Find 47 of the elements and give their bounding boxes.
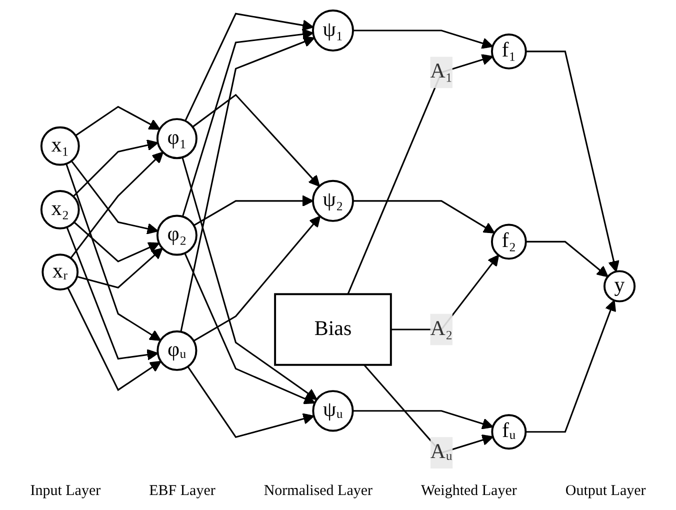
arrow: [193, 195, 314, 226]
arrow: [75, 106, 160, 136]
arrow: [184, 252, 316, 404]
node-circle: φᵤ: [156, 330, 198, 371]
node-circle: ψᵤ: [312, 390, 354, 432]
arrow: [67, 287, 162, 392]
arrow: [180, 36, 315, 332]
arrow: [66, 163, 162, 341]
arrow: [66, 226, 158, 360]
arrow: [184, 12, 314, 122]
layer-label: Normalised Layer: [264, 483, 373, 500]
arrow: [193, 216, 321, 342]
arrow: [182, 28, 314, 217]
node-circle: ψ₁: [312, 10, 354, 52]
node-circle: f₁: [490, 34, 527, 70]
arrow: [526, 300, 616, 433]
node-box: Bias: [274, 293, 392, 366]
arrow: [74, 222, 160, 262]
node-circle: φ₂: [156, 214, 198, 256]
arrow: [526, 240, 608, 278]
arrow: [347, 54, 494, 294]
layer-label: Input Layer: [30, 483, 101, 500]
node-circle: y: [603, 270, 636, 302]
node-circle: xᵣ: [42, 254, 79, 290]
layer-label: Output Layer: [565, 483, 646, 500]
edge-label: A₁: [430, 60, 453, 83]
arrow: [192, 94, 320, 187]
node-circle: fᵤ: [491, 414, 527, 450]
arrow: [70, 160, 158, 234]
arrow: [70, 152, 164, 259]
node-circle: x₂: [40, 190, 80, 230]
edge-label: A₂: [430, 318, 453, 340]
node-circle: f₂: [490, 224, 527, 260]
node-circle: ψ₂: [312, 180, 354, 222]
arrow: [72, 139, 158, 197]
node-circle: x₁: [40, 126, 80, 166]
arrow: [353, 30, 494, 49]
node-circle: φ₁: [156, 118, 198, 160]
arrow: [526, 50, 620, 272]
layer-label: EBF Layer: [149, 483, 216, 500]
arrow: [182, 157, 318, 400]
arrow: [187, 366, 314, 438]
arrow: [76, 248, 163, 288]
arrow: [352, 410, 494, 430]
edge-label: Aᵤ: [430, 441, 452, 464]
layer-label: Weighted Layer: [421, 483, 517, 500]
arrow: [353, 200, 495, 234]
